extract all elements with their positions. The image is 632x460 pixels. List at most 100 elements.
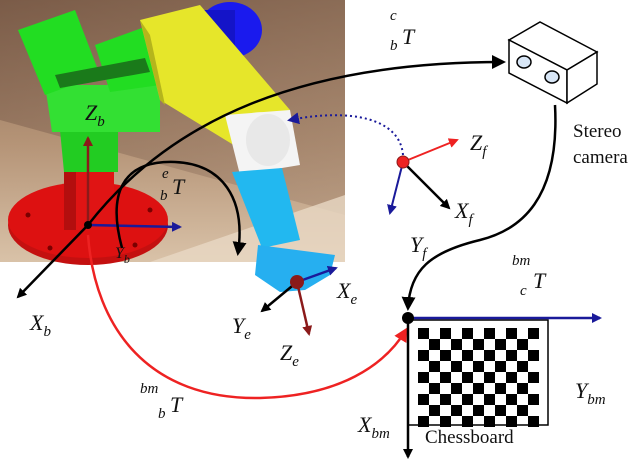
chessboard-square xyxy=(440,328,451,339)
base-x-axis xyxy=(16,224,89,299)
chessboard-square xyxy=(528,394,539,405)
chessboard-square xyxy=(484,372,495,383)
label-ybm: Ybm xyxy=(575,378,606,408)
label-zb: Zb xyxy=(85,100,105,130)
camera-lens-right xyxy=(544,70,560,84)
label-xbm: Xbm xyxy=(357,412,390,442)
chessboard-square xyxy=(418,372,429,383)
svg-text:e: e xyxy=(162,166,169,182)
chessboard-square xyxy=(451,383,462,394)
robot-cyan-wrist xyxy=(232,168,300,248)
chessboard-square xyxy=(495,361,506,372)
chessboard-square xyxy=(528,416,539,427)
base-y-axis xyxy=(87,221,182,232)
flange-origin xyxy=(396,155,410,169)
chessboard-square xyxy=(506,328,517,339)
transform-c-b-arrow xyxy=(87,55,506,226)
chessboard-square xyxy=(484,416,495,427)
chessboard-square xyxy=(429,383,440,394)
chessboard-square xyxy=(462,416,473,427)
chessboard-square xyxy=(440,416,451,427)
chessboard-square xyxy=(429,361,440,372)
svg-text:b: b xyxy=(160,188,168,204)
label-xb: Xb xyxy=(29,310,51,340)
flange-x-axis xyxy=(402,161,451,210)
chessboard-square xyxy=(495,405,506,416)
base-frame xyxy=(16,136,182,299)
svg-text:T: T xyxy=(533,268,547,293)
label-xf: Xf xyxy=(454,198,474,228)
label-ze: Ze xyxy=(280,340,299,370)
board-origin xyxy=(402,312,414,324)
camera-lens-left xyxy=(516,55,532,69)
svg-text:c: c xyxy=(390,8,397,24)
robot-end-effector xyxy=(255,245,335,292)
chessboard-square xyxy=(451,339,462,350)
floor-highlight xyxy=(150,195,345,262)
chessboard-square xyxy=(451,405,462,416)
chessboard-square xyxy=(440,350,451,361)
transform-e-b-arrow xyxy=(115,160,247,256)
chessboard-square xyxy=(462,328,473,339)
transform-bm-b-arrow xyxy=(86,234,408,400)
chessboard xyxy=(407,319,549,427)
chessboard-square xyxy=(462,394,473,405)
label-cbT: c b T xyxy=(390,8,416,54)
chessboard-square xyxy=(506,416,517,427)
chessboard-square xyxy=(429,405,440,416)
label-ebT: e b T xyxy=(160,166,186,204)
label-yb: Yb xyxy=(115,245,130,266)
chessboard-square xyxy=(473,405,484,416)
label-bmcT: bm c T xyxy=(512,253,547,299)
chessboard-square xyxy=(418,394,429,405)
chessboard-square xyxy=(484,328,495,339)
camera-label-line1: Stereo xyxy=(573,121,622,142)
robot-render xyxy=(0,0,345,292)
chessboard-square xyxy=(440,372,451,383)
chessboard-square xyxy=(517,405,528,416)
chessboard-square xyxy=(418,416,429,427)
ee-y-axis xyxy=(260,281,298,313)
svg-text:bm: bm xyxy=(140,381,159,397)
chessboard-square xyxy=(495,339,506,350)
end-effector-frame xyxy=(260,265,338,336)
chessboard-square xyxy=(418,328,429,339)
robot-green-slot xyxy=(55,58,150,88)
chessboard-squares xyxy=(418,328,539,427)
camera-label-line2: camera xyxy=(573,147,628,168)
label-bmbT: bm b T xyxy=(140,381,184,422)
chessboard-square xyxy=(517,383,528,394)
chessboard-square xyxy=(495,383,506,394)
svg-text:c: c xyxy=(520,283,527,299)
chessboard-square xyxy=(418,350,429,361)
chessboard-square xyxy=(484,350,495,361)
chessboard-square xyxy=(506,372,517,383)
chessboard-square xyxy=(451,361,462,372)
chessboard-square xyxy=(517,339,528,350)
chessboard-square xyxy=(462,350,473,361)
chessboard-square xyxy=(473,361,484,372)
ee-z-axis xyxy=(295,281,313,336)
chessboard-square xyxy=(484,394,495,405)
chessboard-square xyxy=(528,328,539,339)
transform-bm-c-arrow xyxy=(401,104,557,311)
svg-text:T: T xyxy=(402,24,416,49)
label-yf: Yf xyxy=(410,232,428,262)
svg-text:b: b xyxy=(158,406,166,422)
chessboard-square xyxy=(506,394,517,405)
chessboard-square xyxy=(528,372,539,383)
flange-y-axis xyxy=(387,161,404,215)
label-ye: Ye xyxy=(232,313,251,343)
board-frame xyxy=(402,312,602,459)
chessboard-square xyxy=(440,394,451,405)
chessboard-square xyxy=(429,339,440,350)
chessboard-label: Chessboard xyxy=(425,427,514,448)
svg-text:T: T xyxy=(170,392,184,417)
chessboard-square xyxy=(506,350,517,361)
flange-frame xyxy=(387,138,459,215)
chessboard-square xyxy=(528,350,539,361)
svg-text:T: T xyxy=(172,174,186,199)
chessboard-square xyxy=(462,372,473,383)
flange-z-axis xyxy=(402,138,459,163)
